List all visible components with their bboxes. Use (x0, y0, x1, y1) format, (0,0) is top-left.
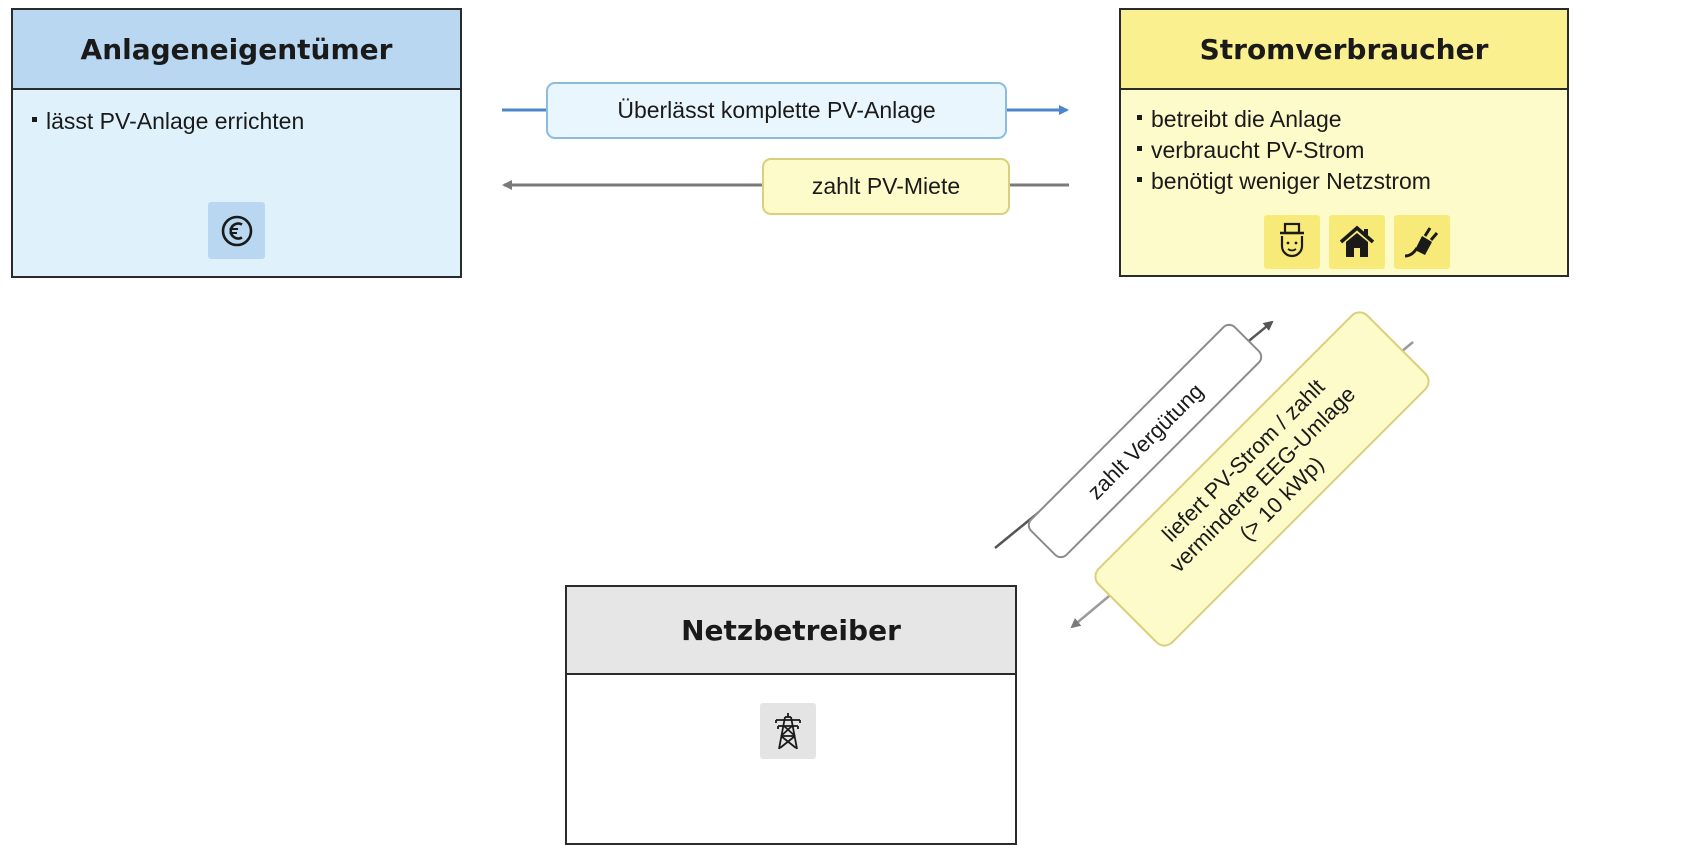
flow-label-consumer-to-owner: zahlt PV-Miete (762, 158, 1010, 215)
consumer-box: Stromverbraucher betreibt die Anlage ver… (1119, 8, 1569, 277)
power-pylon-icon (760, 703, 816, 759)
grid-operator-box: Netzbetreiber (565, 585, 1017, 845)
flow-label-owner-to-consumer: Überlässt komplette PV-Anlage (546, 82, 1007, 139)
owner-bullet: lässt PV-Anlage errichten (32, 106, 460, 137)
owner-box: Anlageneigentümer lässt PV-Anlage errich… (11, 8, 462, 278)
consumer-bullet-list: betreibt die Anlage verbraucht PV-Strom … (1137, 104, 1567, 197)
house-icon (1329, 215, 1385, 269)
plug-icon (1394, 215, 1450, 269)
consumer-body: betreibt die Anlage verbraucht PV-Strom … (1121, 90, 1567, 275)
owner-bullet-list: lässt PV-Anlage errichten (32, 106, 460, 137)
person-icon (1264, 215, 1320, 269)
grid-operator-title: Netzbetreiber (567, 587, 1015, 675)
owner-title: Anlageneigentümer (13, 10, 460, 90)
grid-operator-body (567, 675, 1015, 843)
consumer-title: Stromverbraucher (1121, 10, 1567, 90)
consumer-bullet: betreibt die Anlage (1137, 104, 1567, 135)
euro-icon (208, 202, 265, 259)
consumer-bullet: benötigt weniger Netzstrom (1137, 166, 1567, 197)
consumer-bullet: verbraucht PV-Strom (1137, 135, 1567, 166)
consumer-icon-row (1264, 215, 1450, 269)
owner-body: lässt PV-Anlage errichten (13, 90, 460, 276)
